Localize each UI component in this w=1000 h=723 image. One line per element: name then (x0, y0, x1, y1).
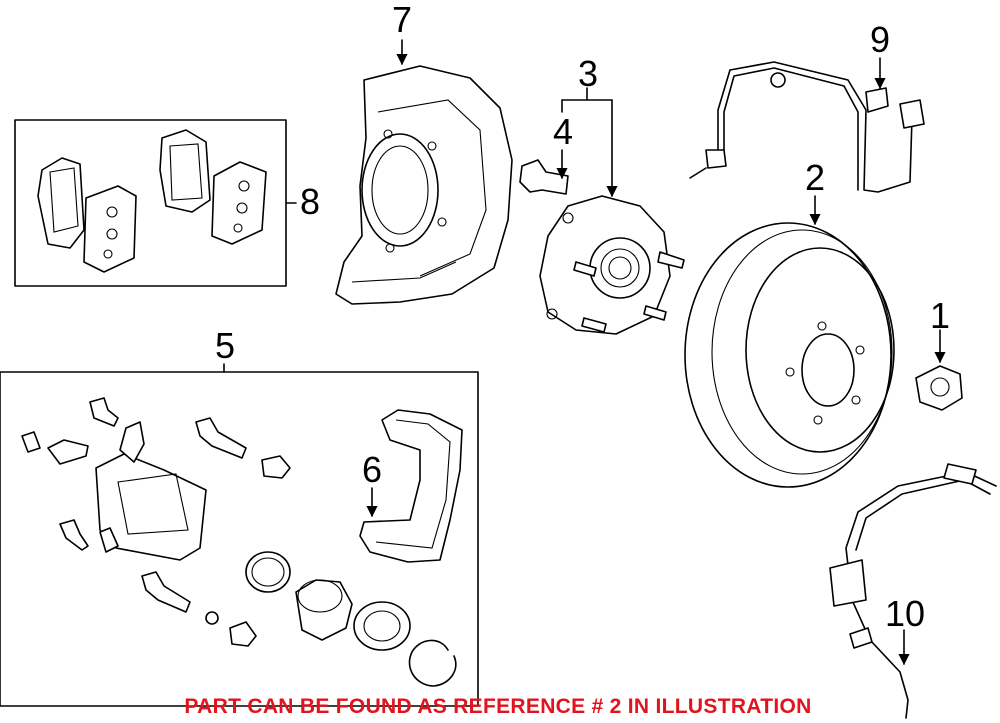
brake-pad-1 (37, 157, 85, 249)
callout-8: 8 (300, 181, 320, 222)
abs-sensor (829, 463, 997, 719)
callout-3: 3 (578, 53, 598, 94)
callout-2: 2 (805, 157, 825, 198)
callout-5: 5 (215, 325, 235, 366)
hub-bolt (519, 159, 569, 195)
piston-seal (245, 551, 291, 593)
brake-hose (689, 61, 925, 193)
retaining-ring (408, 639, 457, 687)
guide-pin-1 (195, 417, 247, 459)
caliper-bolt-1 (89, 397, 119, 427)
leader-lines (366, 39, 946, 666)
brake-pads-group (14, 119, 297, 287)
caliper-kit-group (0, 363, 479, 707)
caliper-kit-box (0, 371, 479, 707)
hub-bearing-assembly (539, 195, 685, 335)
guide-pin-boot-2 (205, 611, 257, 647)
dust-shield (335, 65, 513, 305)
callout-1: 1 (930, 295, 950, 336)
callout-labels: 7 3 4 9 2 1 8 5 6 10 (215, 0, 950, 634)
guide-pin-boot-1 (261, 455, 291, 479)
brake-rotor (684, 222, 895, 488)
bleeder-screw (21, 431, 89, 465)
callout-10: 10 (885, 593, 925, 634)
brake-pad-3 (159, 129, 211, 213)
caliper-bracket (359, 409, 463, 563)
guide-pin-2 (141, 571, 191, 613)
callout-4: 4 (553, 111, 573, 152)
caliper-bolt-2 (59, 519, 89, 551)
callout-7: 7 (392, 0, 412, 40)
brake-pad-4 (211, 161, 267, 245)
dust-boot (353, 601, 411, 651)
callout-9: 9 (870, 19, 890, 60)
reference-note: PART CAN BE FOUND AS REFERENCE # 2 IN IL… (184, 695, 811, 718)
callout-6: 6 (362, 449, 382, 490)
caliper-piston (295, 579, 353, 641)
caliper-body (95, 421, 207, 561)
lug-nut (915, 365, 963, 411)
brake-pad-2 (83, 185, 137, 273)
